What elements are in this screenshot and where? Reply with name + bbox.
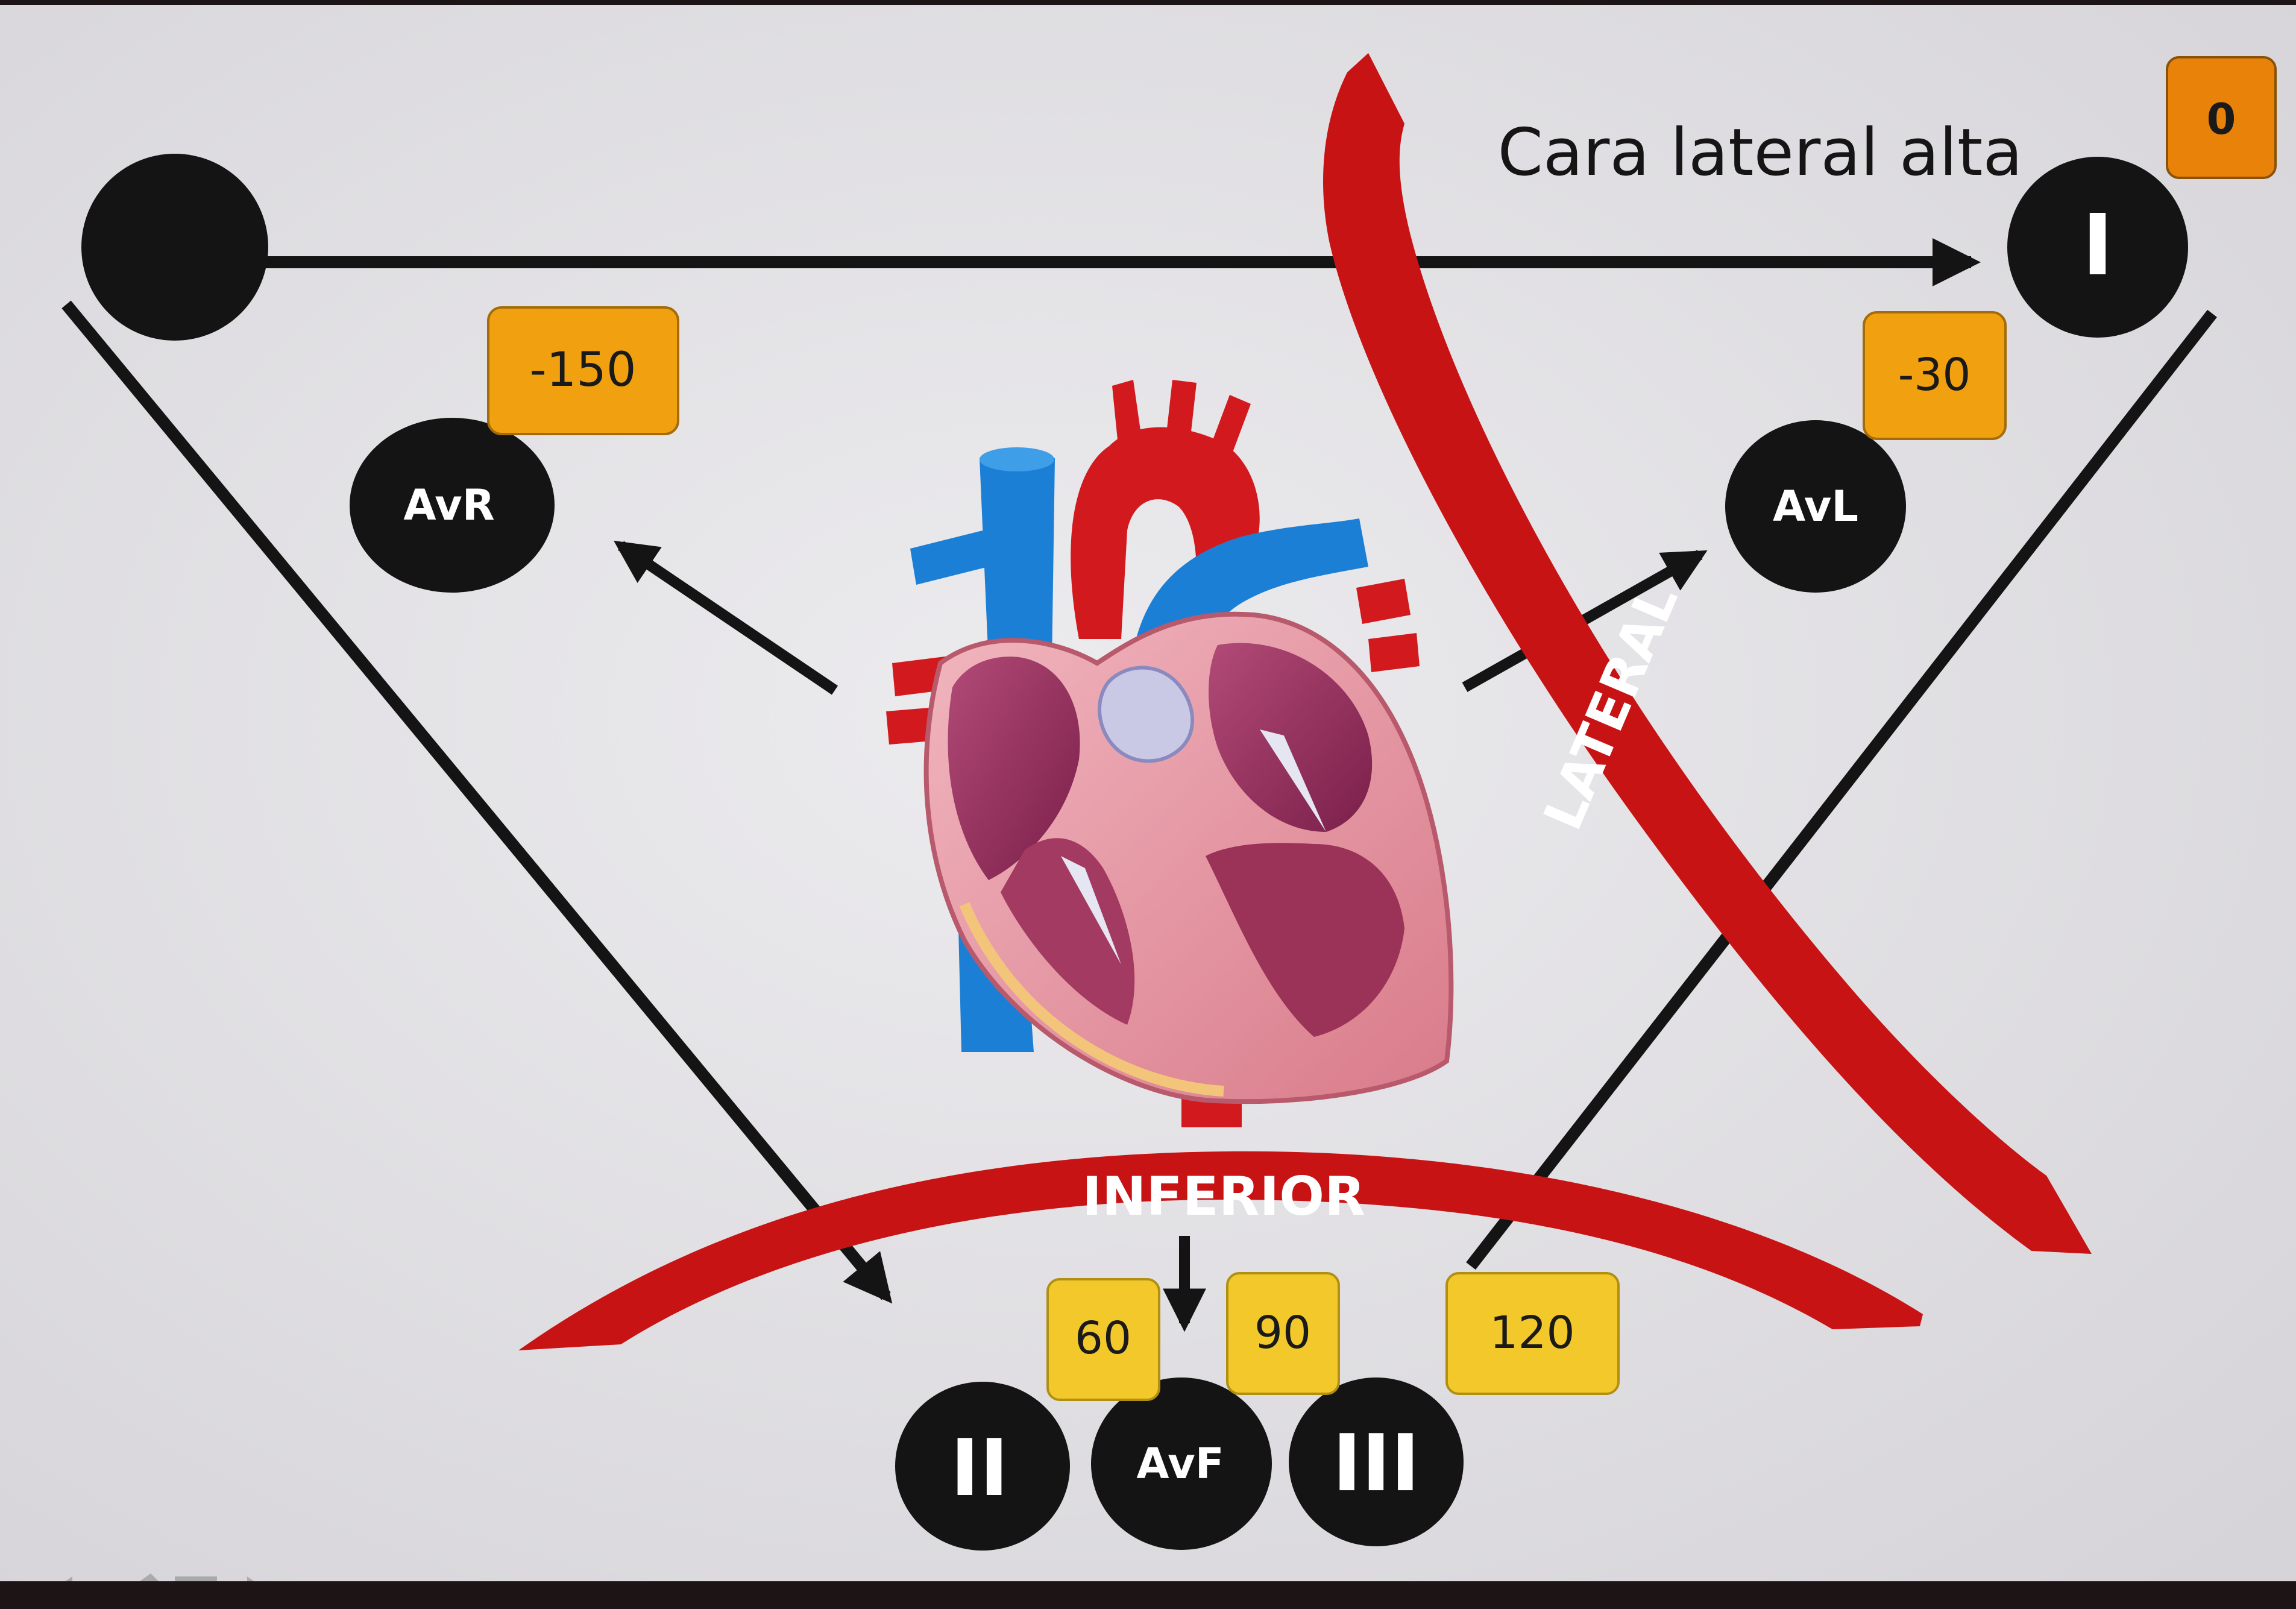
lead-avf: AvF [1091, 1378, 1272, 1550]
angle-avl-value: -30 [1898, 349, 1971, 401]
angle-box-avl: -30 [1863, 311, 2007, 440]
angle-box-i: 0 [2166, 56, 2277, 179]
inferior-region-band [518, 1151, 1923, 1350]
lead-avr: AvR [350, 418, 555, 593]
angle-avf-value: 90 [1254, 1307, 1311, 1359]
angle-ii-value: 60 [1075, 1312, 1131, 1364]
lead-avr-label: AvR [403, 480, 494, 530]
lead-iii-label: III [1332, 1417, 1420, 1509]
lead-iii: III [1289, 1378, 1464, 1546]
angle-box-avf: 90 [1226, 1272, 1340, 1395]
heading-text: Cara lateral alta [1497, 115, 2022, 190]
heart-illustration [886, 380, 1454, 1127]
angle-avr-value: -150 [529, 343, 636, 397]
lead-avf-label: AvF [1136, 1439, 1224, 1488]
lead-i-label: I [2082, 197, 2113, 295]
angle-box-iii: 120 [1445, 1272, 1620, 1395]
avr-arrow [614, 540, 838, 695]
lead-iii-axis-line [1466, 309, 2217, 1270]
angle-i-value: 0 [2207, 95, 2236, 144]
lead-avl: AvL [1725, 420, 1906, 593]
lead-i: I [2007, 157, 2188, 338]
inferior-region-label: INFERIOR [1082, 1165, 1365, 1227]
lead-ii: II [895, 1382, 1070, 1551]
lead-ii-axis-line [61, 300, 893, 1304]
angle-box-ii: 60 [1046, 1278, 1160, 1401]
monitor-bezel-bottom [0, 1581, 2296, 1609]
lead-unlabeled-circle [81, 154, 268, 341]
angle-box-avr: -150 [487, 306, 679, 435]
angle-iii-value: 120 [1489, 1307, 1574, 1359]
lead-ii-label: II [951, 1422, 1009, 1514]
lead-avl-label: AvL [1773, 482, 1858, 531]
